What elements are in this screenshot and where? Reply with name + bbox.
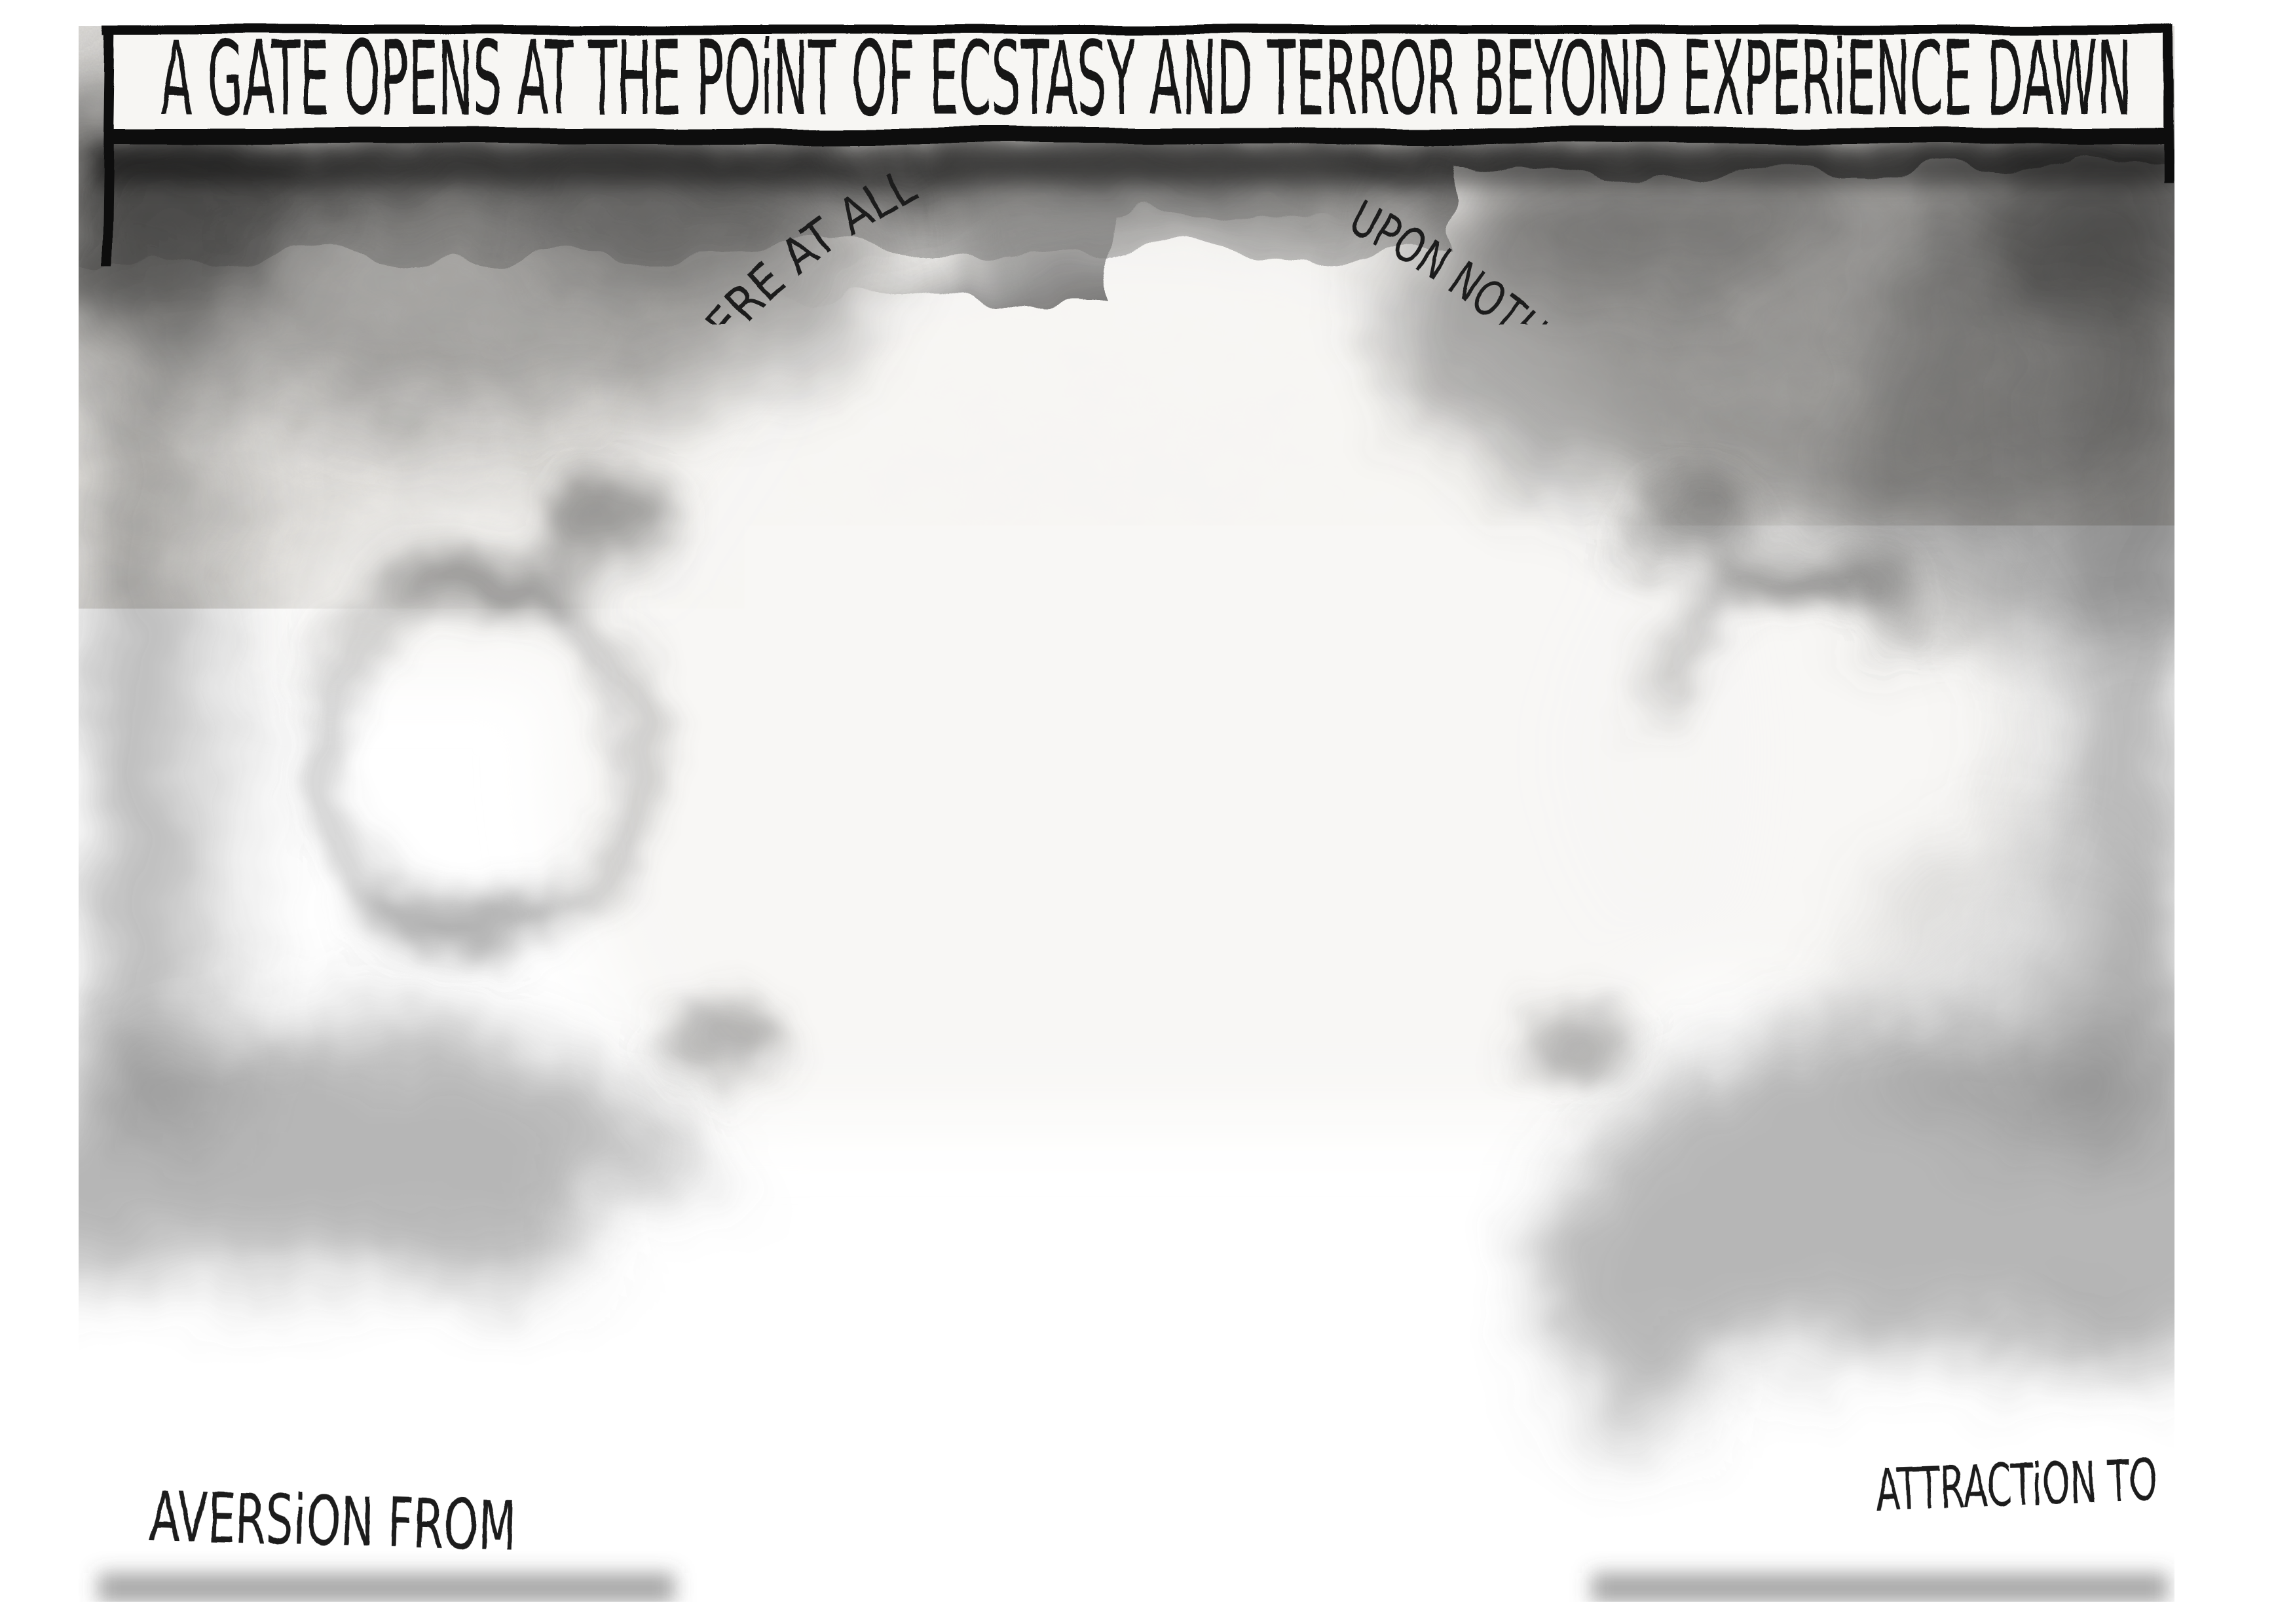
artwork-area: א xyxy=(0,26,2295,1624)
frame-right-border xyxy=(2169,26,2172,1602)
bliss-realm-title: BLiSS REALM xyxy=(1657,690,2014,769)
aleph-letter: א xyxy=(1070,141,1219,373)
attraction-label: ATTRACTiON TO xyxy=(1875,1447,2158,1524)
artwork-title: A GATE OPENS AT THE POiNT OF ECSTASY AND… xyxy=(160,19,2132,138)
vertical-axis-lower xyxy=(1145,1366,1147,1531)
hell-realm-title: HELL REALM xyxy=(337,683,678,763)
hell-realm-subtitle: SUFFERiNGS xyxy=(335,760,663,834)
bliss-realm-subtitle: DELiGHTiNG xyxy=(1665,768,1992,841)
aversion-label: AVERSiON FROM xyxy=(149,1477,517,1566)
